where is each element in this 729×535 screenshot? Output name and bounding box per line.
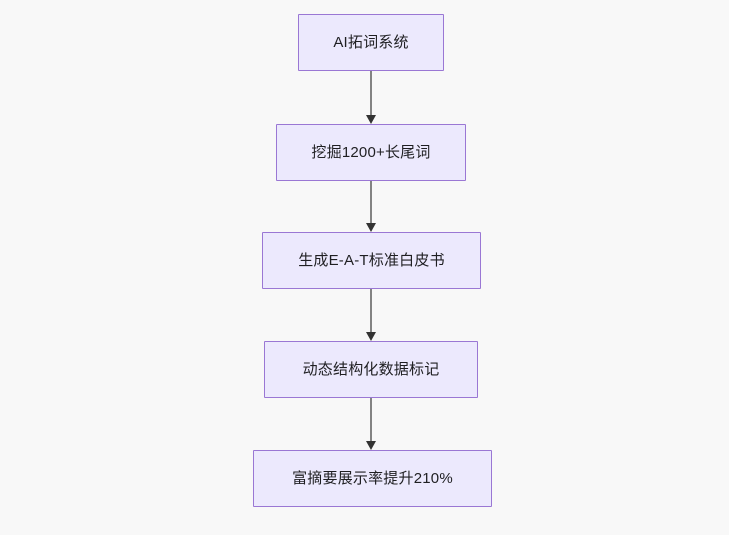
arrow-head-icon [366, 223, 376, 232]
arrow-line-icon [370, 71, 372, 115]
flow-node-label: 动态结构化数据标记 [302, 360, 440, 378]
arrow-line-icon [370, 289, 372, 332]
flow-node-label: AI拓词系统 [333, 33, 409, 51]
arrow-line-icon [370, 181, 372, 223]
arrow-head-icon [366, 332, 376, 341]
arrow-line-icon [370, 398, 372, 441]
flow-node-label: 生成E-A-T标准白皮书 [298, 251, 445, 269]
flow-node-label: 挖掘1200+长尾词 [311, 143, 431, 161]
flow-node-label: 富摘要展示率提升210% [292, 469, 453, 487]
arrow-head-icon [366, 115, 376, 124]
flow-node-n2[interactable]: 挖掘1200+长尾词 [276, 124, 466, 181]
arrow-head-icon [366, 441, 376, 450]
flow-node-n4[interactable]: 动态结构化数据标记 [264, 341, 478, 398]
flow-node-n1[interactable]: AI拓词系统 [298, 14, 444, 71]
flow-node-n5[interactable]: 富摘要展示率提升210% [253, 450, 492, 507]
flow-node-n3[interactable]: 生成E-A-T标准白皮书 [262, 232, 481, 289]
